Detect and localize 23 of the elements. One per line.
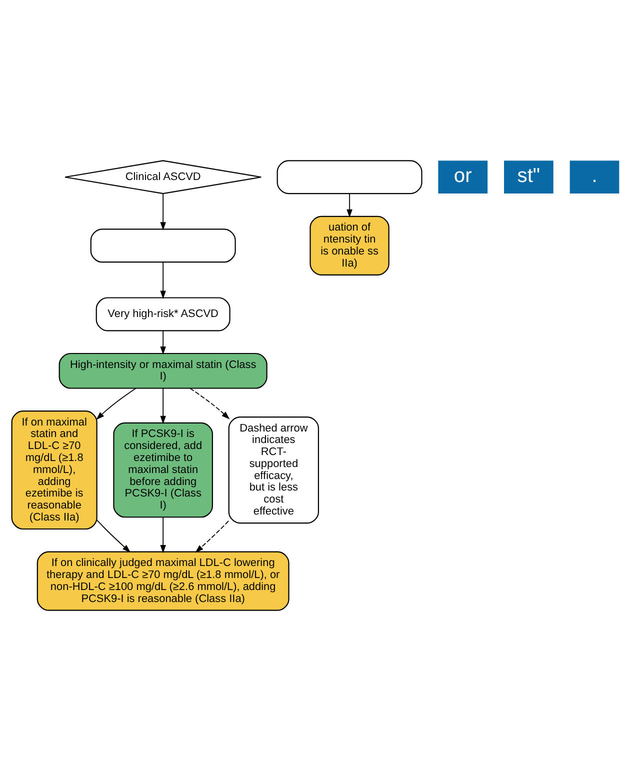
arrow — [96, 387, 136, 420]
arrow — [96, 519, 131, 552]
node-box: Dashed arrow indicates RCT-supported efficacy, but is less cost effective — [228, 416, 320, 524]
arrow — [160, 330, 166, 354]
node-box: If PCSK9-I is considered, add ezetimibe to maximal statin before adding PCSK9-I (Class I) — [113, 422, 213, 518]
label: st" — [517, 164, 540, 187]
arrow — [190, 387, 230, 419]
arrow — [195, 520, 230, 552]
node-box: Very high-risk* ASCVD — [96, 296, 230, 331]
arrow — [160, 192, 166, 230]
label: or — [454, 164, 472, 187]
node-box: uation of ntensity tin is onable ss IIa) — [310, 215, 390, 275]
node-box: If on clinically judged maximal LDL-C lowering therapy and LDL-C ≥70 mg/dL (≥1.8 mmol/L), or non-HDL-C ≥100 mg/dL (≥2.6 mmol/L), adding PCSK9-I is reasonable (Class IIa) — [36, 550, 290, 610]
arrow — [160, 261, 166, 298]
node-diamond: Clinical ASCVD — [64, 160, 262, 194]
arrow — [160, 387, 166, 424]
node-box: High-intensity or maximal statin (Class I) — [58, 352, 268, 388]
arrow — [160, 516, 166, 553]
arrow — [346, 192, 352, 218]
label: . — [592, 164, 598, 187]
node-box — [276, 160, 422, 194]
node-box: If on maximal statin and LDL-C ≥70 mg/dL (≥1.8 mmol/L), adding ezetimibe is reasonable (Class IIa) — [11, 410, 98, 530]
node-box — [90, 228, 236, 262]
